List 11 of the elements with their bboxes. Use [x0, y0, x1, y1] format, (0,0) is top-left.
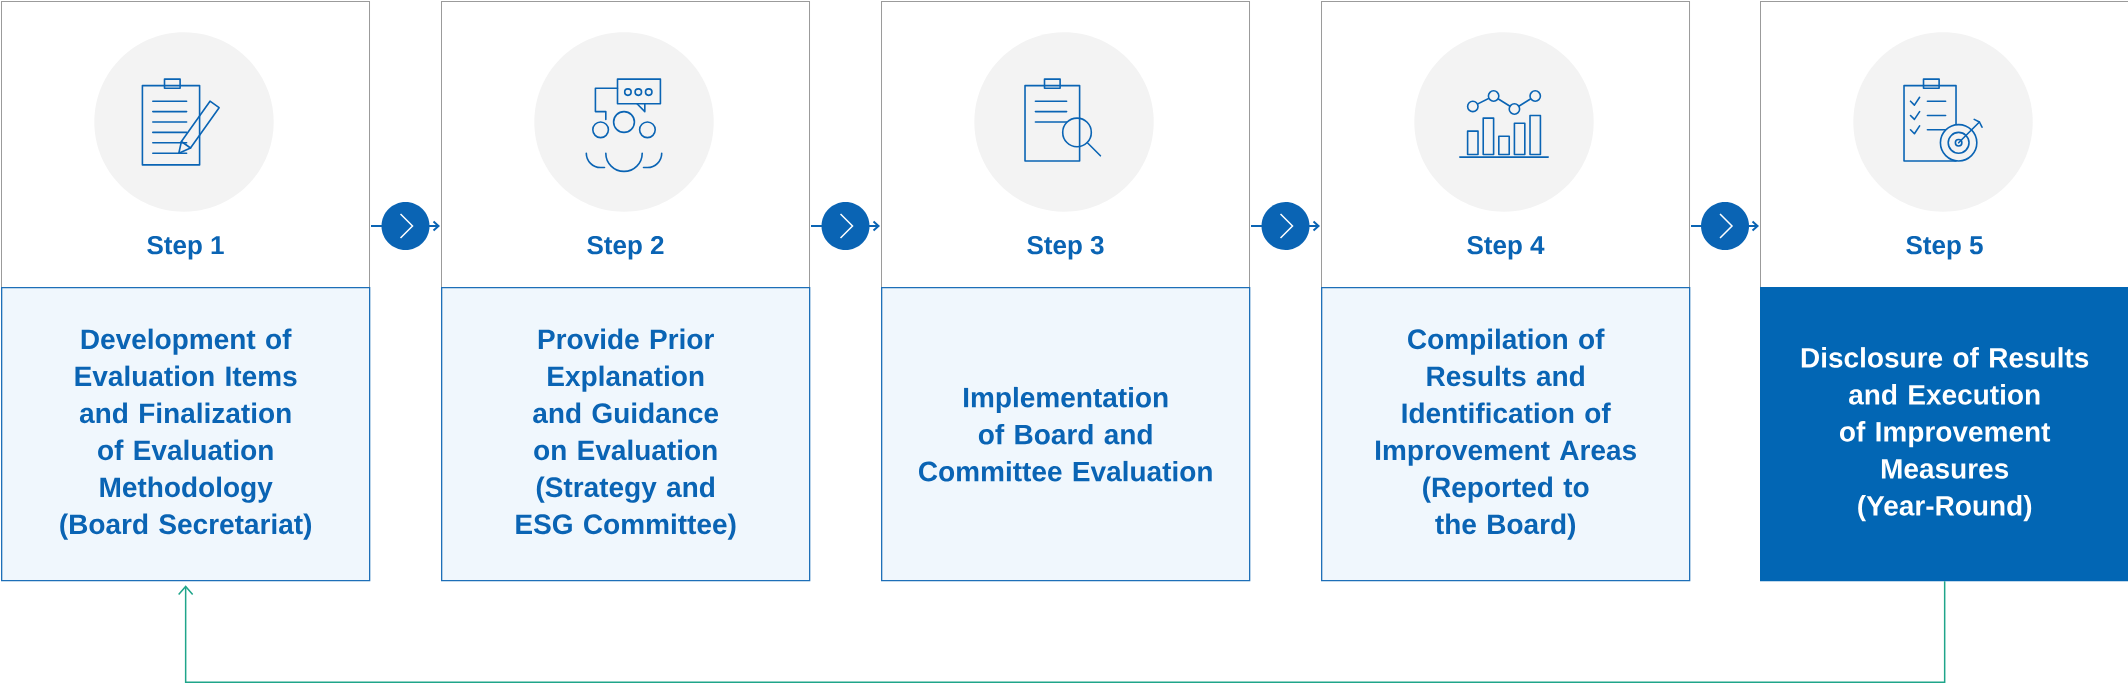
step-card: Step 5	[1760, 1, 2128, 288]
description-box: Provide Prior Explanation and Guidance on Evaluation (Strategy and ESG Committee)	[441, 287, 811, 582]
return-arrow	[177, 580, 1946, 684]
chevron-arrow	[370, 202, 440, 250]
description-box: Development of Evaluation Items and Finalization of Evaluation Methodology (Board Secretariat)	[1, 287, 371, 582]
chevron-arrow	[1690, 202, 1759, 250]
description-box: Implementation of Board and Committee Evaluation	[881, 287, 1251, 582]
chevron-arrow	[1250, 202, 1320, 250]
chevron-arrow	[810, 202, 880, 250]
description-box: Disclosure of Results and Execution of Improvement Measures (Year-Round)	[1760, 287, 2128, 582]
description-box: Compilation of Results and Identification of Improvement Areas (Reported to the Board)	[1321, 287, 1691, 582]
